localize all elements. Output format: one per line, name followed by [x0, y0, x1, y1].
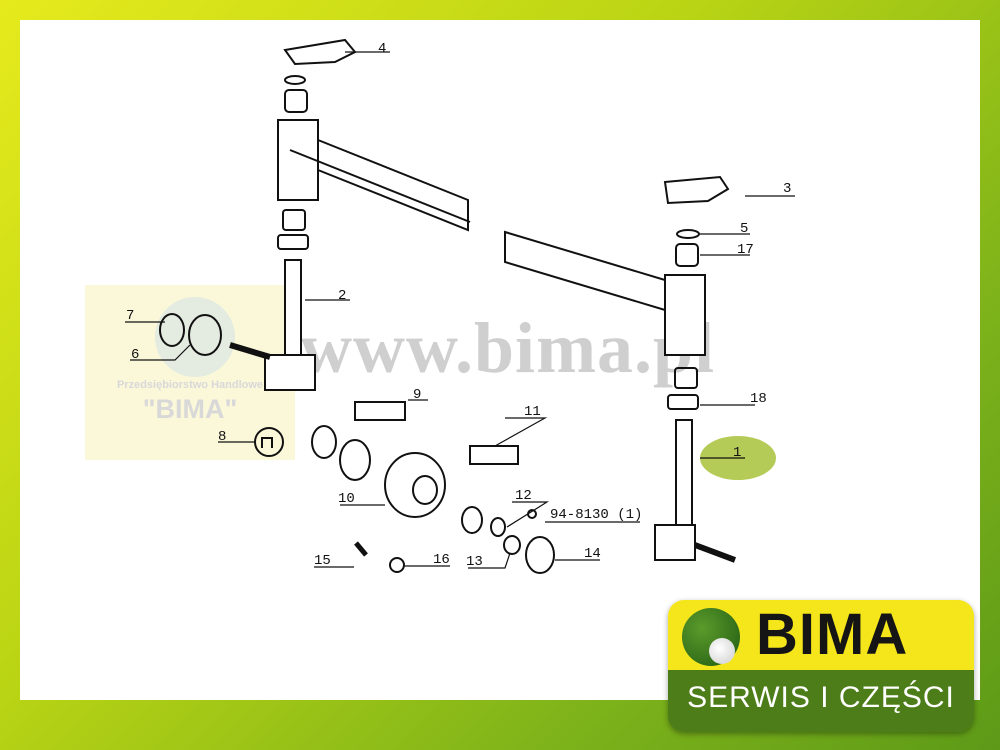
stamp-company-name: "BIMA" [142, 394, 238, 424]
logo-green-band [668, 670, 974, 732]
url-watermark: www.bima.pl [300, 308, 716, 388]
callout-9: 9 [413, 387, 421, 403]
callout-3: 3 [783, 181, 791, 197]
logo-white-ball-icon [709, 638, 735, 664]
callout-11: 11 [524, 404, 541, 420]
bima-logo: BIMA SERWIS I CZĘŚCI [668, 600, 974, 732]
callout-1: 1 [733, 445, 741, 461]
callout-5: 5 [740, 221, 748, 237]
callout-8: 8 [218, 429, 226, 445]
callout-2: 2 [338, 288, 346, 304]
left-axle-assembly [159, 38, 471, 391]
callout-6: 6 [131, 347, 139, 363]
callout-15: 15 [314, 553, 331, 569]
callout-18: 18 [750, 391, 767, 407]
stamp-company-line: Przedsiębiorstwo Handlowe [116, 379, 264, 391]
part-reference: 94-8130 (1) [550, 507, 642, 523]
logo-brand: BIMA [756, 602, 909, 667]
callout-13: 13 [466, 554, 483, 570]
callout-12: 12 [515, 488, 532, 504]
hub-assembly [254, 425, 555, 574]
callout-16: 16 [433, 552, 450, 568]
leader-lines [125, 51, 795, 569]
callout-4: 4 [378, 41, 386, 57]
callout-10: 10 [338, 491, 355, 507]
callout-14: 14 [584, 546, 601, 562]
callout-17: 17 [737, 242, 754, 258]
company-stamp-watermark: Przedsiębiorstwo Handlowe "BIMA" [85, 285, 295, 460]
callout-7: 7 [126, 308, 134, 324]
bearing-icon-box-11 [469, 445, 519, 465]
right-axle-assembly [504, 175, 737, 563]
logo-tagline: SERWIS I CZĘŚCI [687, 681, 955, 714]
bearing-icon-box-9 [354, 401, 406, 421]
